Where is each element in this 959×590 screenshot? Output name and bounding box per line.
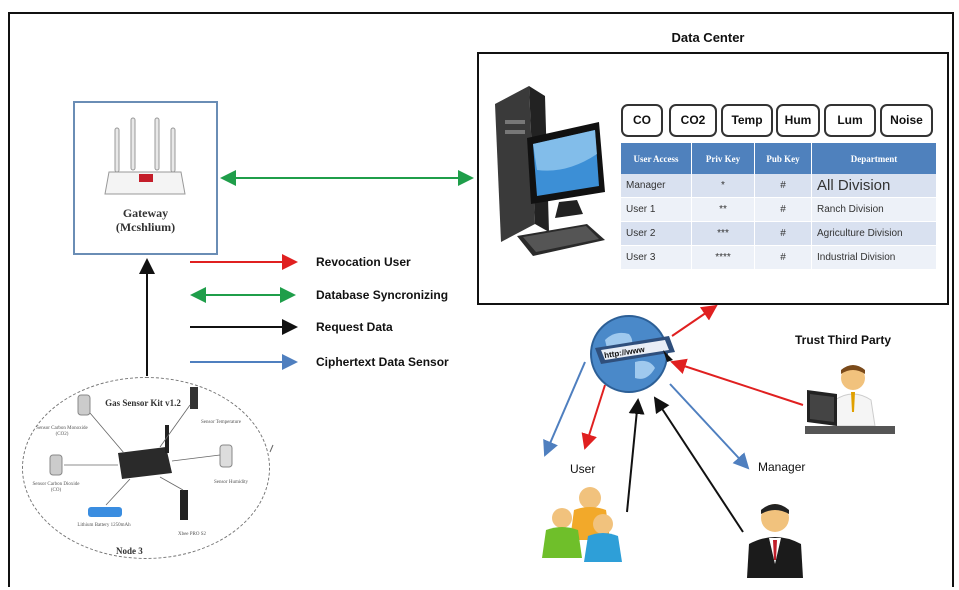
cell-priv: ** bbox=[691, 197, 755, 222]
cell-pub: # bbox=[754, 197, 812, 222]
manager-label: Manager bbox=[758, 460, 806, 474]
label-sensor-hum: Sensor Humidity bbox=[213, 480, 249, 485]
gateway-name: Gateway bbox=[122, 206, 169, 220]
router-icon bbox=[104, 117, 186, 195]
gateway-model: (Mcshlium) bbox=[115, 220, 176, 234]
cell-pub: # bbox=[754, 174, 812, 198]
table-row: User 2 *** # Agriculture Division bbox=[621, 221, 937, 246]
node-label: Node 3 bbox=[116, 546, 143, 556]
cell-department: Ranch Division bbox=[811, 197, 937, 222]
sensor-chip-noise: Noise bbox=[880, 104, 933, 137]
user-to-cloud-black bbox=[626, 398, 645, 513]
trust-third-party-icon bbox=[805, 365, 895, 434]
table-row: User 1 ** # Ranch Division bbox=[621, 197, 937, 222]
cell-department: All Division bbox=[811, 174, 937, 198]
data-center-title: Data Center bbox=[671, 30, 745, 45]
cloud-to-manager-blue bbox=[669, 383, 750, 470]
label-sensor-co: Sensor Carbon Dioxide (CO) bbox=[32, 482, 80, 493]
cell-department: Agriculture Division bbox=[811, 221, 937, 246]
manager-icon bbox=[747, 504, 803, 578]
user-label: User bbox=[570, 462, 596, 476]
cell-user: Manager bbox=[621, 174, 692, 198]
legend-revocation-user: Revocation User bbox=[316, 255, 411, 269]
sensor-chip-co2: CO2 bbox=[669, 104, 717, 137]
table-row: User 3 **** # Industrial Division bbox=[621, 245, 937, 270]
cloud-to-user-red bbox=[581, 384, 606, 450]
cell-user: User 2 bbox=[621, 221, 692, 246]
cell-user: User 1 bbox=[621, 197, 692, 222]
sensor-chip-hum: Hum bbox=[776, 104, 820, 137]
label-sensor-co2: Sensor Carbon Monoxide (CO2) bbox=[36, 426, 88, 437]
diagram-frame bbox=[8, 12, 954, 587]
col-priv-key: Priv Key bbox=[691, 143, 755, 174]
computer-icon bbox=[495, 86, 605, 256]
ttp-to-cloud-red bbox=[670, 358, 804, 406]
cell-user: User 3 bbox=[621, 245, 692, 270]
sensor-kit-title: Gas Sensor Kit v1.2 bbox=[105, 398, 181, 408]
gateway-label: Gateway (Mcshlium) bbox=[73, 206, 218, 234]
legend-database-sync: Database Syncronizing bbox=[316, 288, 449, 302]
cell-pub: # bbox=[754, 245, 812, 270]
table-header-row: User Access Priv Key Pub Key Department bbox=[621, 143, 937, 174]
cell-priv: *** bbox=[691, 221, 755, 246]
sensor-kit-oval bbox=[22, 377, 270, 559]
cloud-to-dc-arrow bbox=[671, 304, 718, 337]
label-sensor-temp: Sensor Temperature bbox=[201, 420, 241, 425]
cell-priv: **** bbox=[691, 245, 755, 270]
sensor-chip-temp: Temp bbox=[721, 104, 773, 137]
table-row: Manager * # All Division bbox=[621, 174, 937, 198]
legend-request-data: Request Data bbox=[316, 320, 393, 334]
sensor-chip-co: CO bbox=[621, 104, 663, 137]
label-battery: Lithium Battery 1250mAh bbox=[77, 523, 131, 528]
access-table: User Access Priv Key Pub Key Department … bbox=[621, 143, 937, 270]
manager-to-cloud-black bbox=[653, 396, 744, 533]
cell-priv: * bbox=[691, 174, 755, 198]
internet-globe-icon bbox=[590, 315, 675, 393]
col-pub-key: Pub Key bbox=[754, 143, 812, 174]
col-department: Department bbox=[811, 143, 937, 174]
trust-third-party-label: Trust Third Party bbox=[795, 333, 892, 347]
user-group-icon bbox=[542, 487, 622, 562]
col-user-access: User Access bbox=[621, 143, 692, 174]
cloud-to-user-blue bbox=[543, 361, 586, 457]
sensor-kit-illustration bbox=[49, 387, 233, 520]
legend-ciphertext: Ciphertext Data Sensor bbox=[316, 355, 449, 369]
cell-department: Industrial Division bbox=[811, 245, 937, 270]
label-xbee: Xbee PRO S2 bbox=[177, 532, 207, 537]
sensor-chip-lum: Lum bbox=[824, 104, 876, 137]
cell-pub: # bbox=[754, 221, 812, 246]
